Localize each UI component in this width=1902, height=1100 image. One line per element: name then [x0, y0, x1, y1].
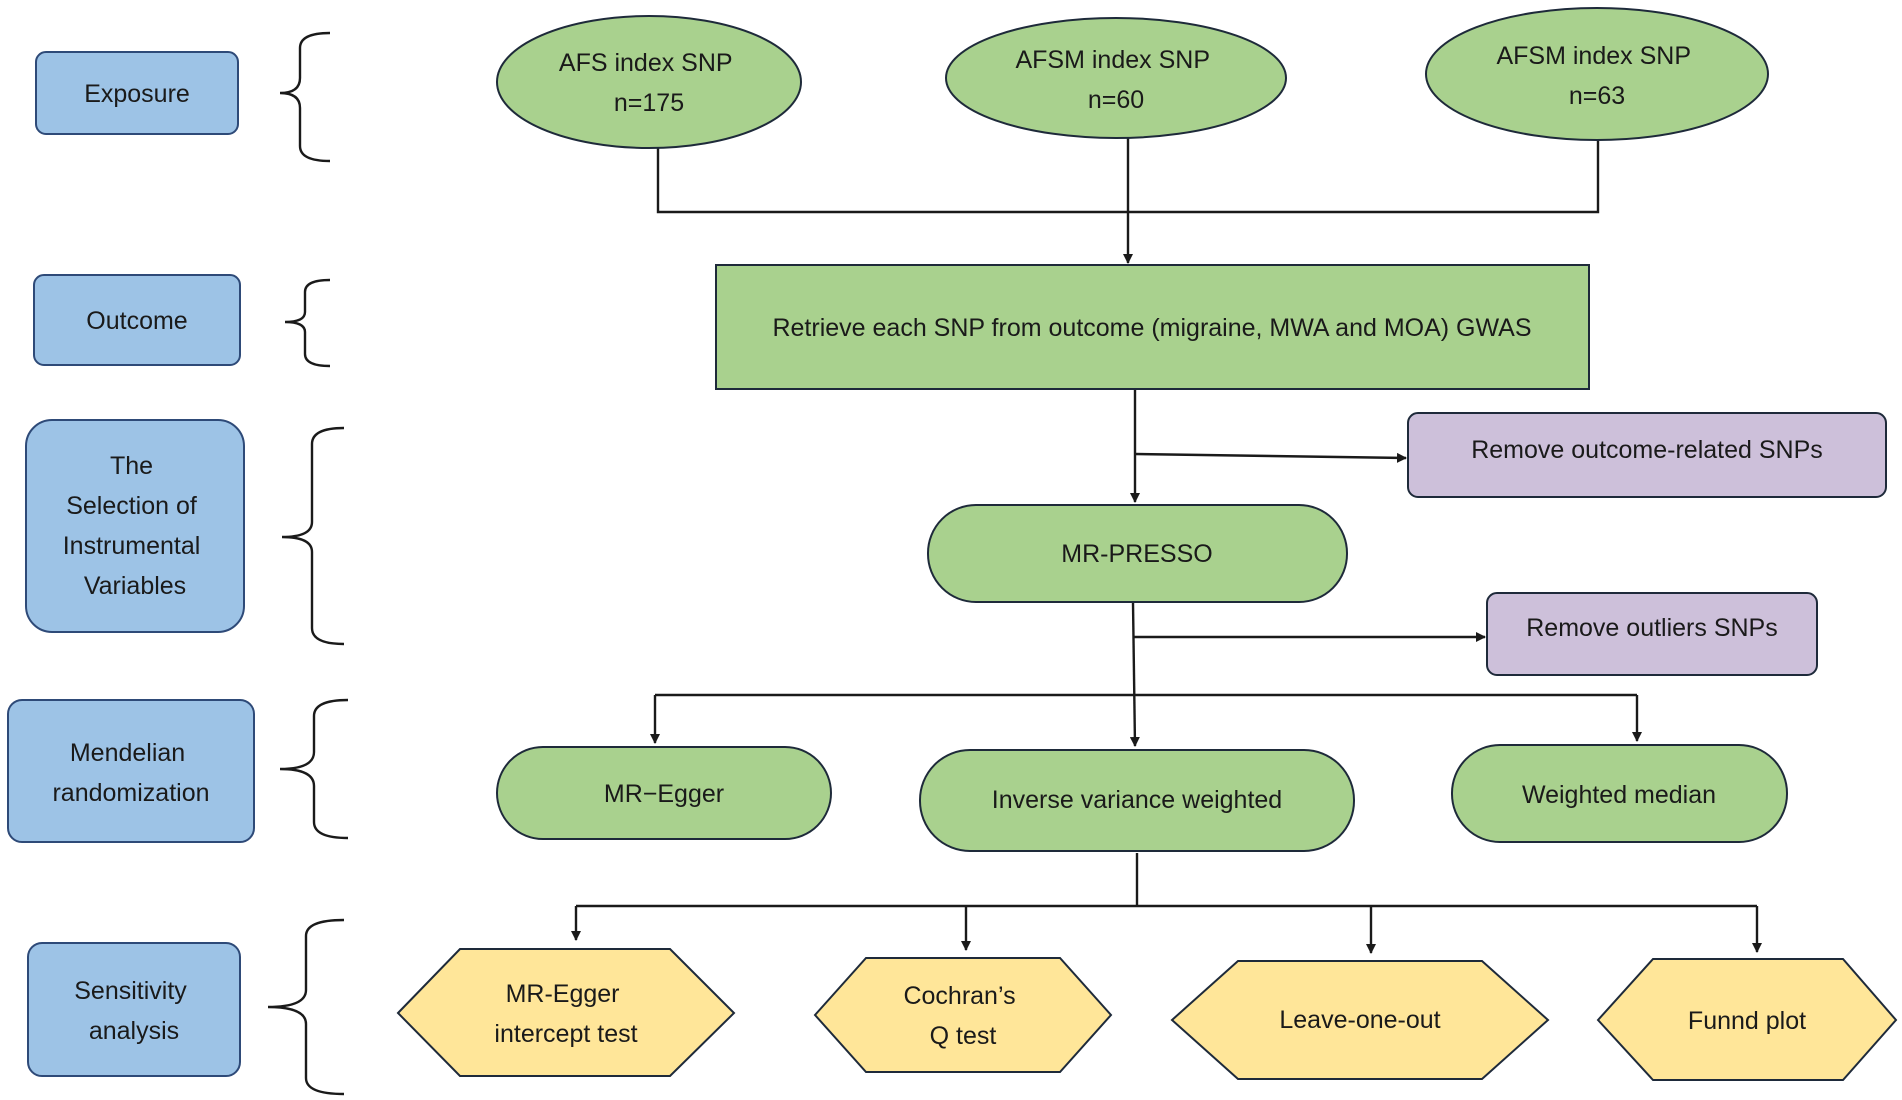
edge-to-remove-outcome [1134, 452, 1407, 463]
node-retrieve-snp: Retrieve each SNP from outcome (migraine… [715, 264, 1590, 390]
remove-outliers-label: Remove outliers SNPs [1526, 614, 1777, 642]
stage-sensitivity: Sensitivity analysis [27, 942, 241, 1077]
stage-selection-label: The Selection of Instrumental Variables [63, 452, 208, 600]
brace-sensitivity [267, 918, 345, 1096]
funnel-plot-label: Funnd plot [1688, 1007, 1806, 1035]
stage-mendelian-label: Mendelian randomization [52, 739, 209, 807]
remove-outcome-related-label: Remove outcome-related SNPs [1471, 436, 1823, 464]
mr-egger-label: MR−Egger [604, 780, 724, 808]
weighted-median-label: Weighted median [1522, 781, 1716, 809]
stage-exposure-label: Exposure [84, 80, 190, 108]
stage-mendelian: Mendelian randomization [7, 699, 255, 843]
edge-afsm2 [1128, 140, 1600, 214]
edge-afs [656, 148, 1128, 214]
node-inverse-variance-weighted: Inverse variance weighted [919, 749, 1355, 852]
node-weighted-median: Weighted median [1451, 744, 1788, 843]
afsm-index-snp-60-label: AFSM index SNP n=60 [1015, 46, 1216, 114]
brace-selection [281, 426, 345, 646]
mr-egger-intercept-test-label: MR-Egger intercept test [494, 980, 637, 1048]
node-funnel-plot: Funnd plot [1596, 958, 1898, 1081]
stage-exposure: Exposure [35, 51, 239, 135]
leave-one-out-label: Leave-one-out [1279, 1006, 1440, 1034]
inverse-variance-weighted-label: Inverse variance weighted [992, 786, 1282, 814]
node-remove-outliers: Remove outliers SNPs [1486, 592, 1818, 676]
brace-mendelian [279, 698, 349, 840]
afsm-index-snp-63-label: AFSM index SNP n=63 [1496, 42, 1697, 110]
node-afsm-index-snp-63: AFSM index SNP n=63 [1425, 7, 1769, 141]
stage-outcome-label: Outcome [86, 307, 187, 335]
node-afs-index-snp: AFS index SNP n=175 [496, 15, 802, 149]
connectors [571, 137, 1762, 954]
mr-presso-label: MR-PRESSO [1061, 540, 1212, 568]
retrieve-snp-label: Retrieve each SNP from outcome (migraine… [772, 314, 1531, 342]
stage-sensitivity-label: Sensitivity analysis [74, 977, 194, 1045]
node-mr-egger: MR−Egger [496, 746, 832, 840]
node-leave-one-out: Leave-one-out [1170, 960, 1550, 1080]
cochrans-q-test-label: Cochran’s Q test [903, 982, 1022, 1050]
node-remove-outcome-related: Remove outcome-related SNPs [1407, 412, 1887, 498]
afs-index-snp-label: AFS index SNP n=175 [559, 49, 739, 117]
stage-outcome: Outcome [33, 274, 241, 366]
node-mr-presso: MR-PRESSO [927, 504, 1348, 603]
node-afsm-index-snp-60: AFSM index SNP n=60 [945, 17, 1287, 139]
node-mr-egger-intercept-test: MR-Egger intercept test [396, 948, 736, 1077]
brace-outcome [284, 278, 331, 368]
edge-mrpresso-down [1129, 602, 1140, 747]
brace-exposure [279, 31, 331, 163]
stage-selection: The Selection of Instrumental Variables [25, 419, 245, 633]
node-cochrans-q-test: Cochran’s Q test [813, 957, 1113, 1073]
